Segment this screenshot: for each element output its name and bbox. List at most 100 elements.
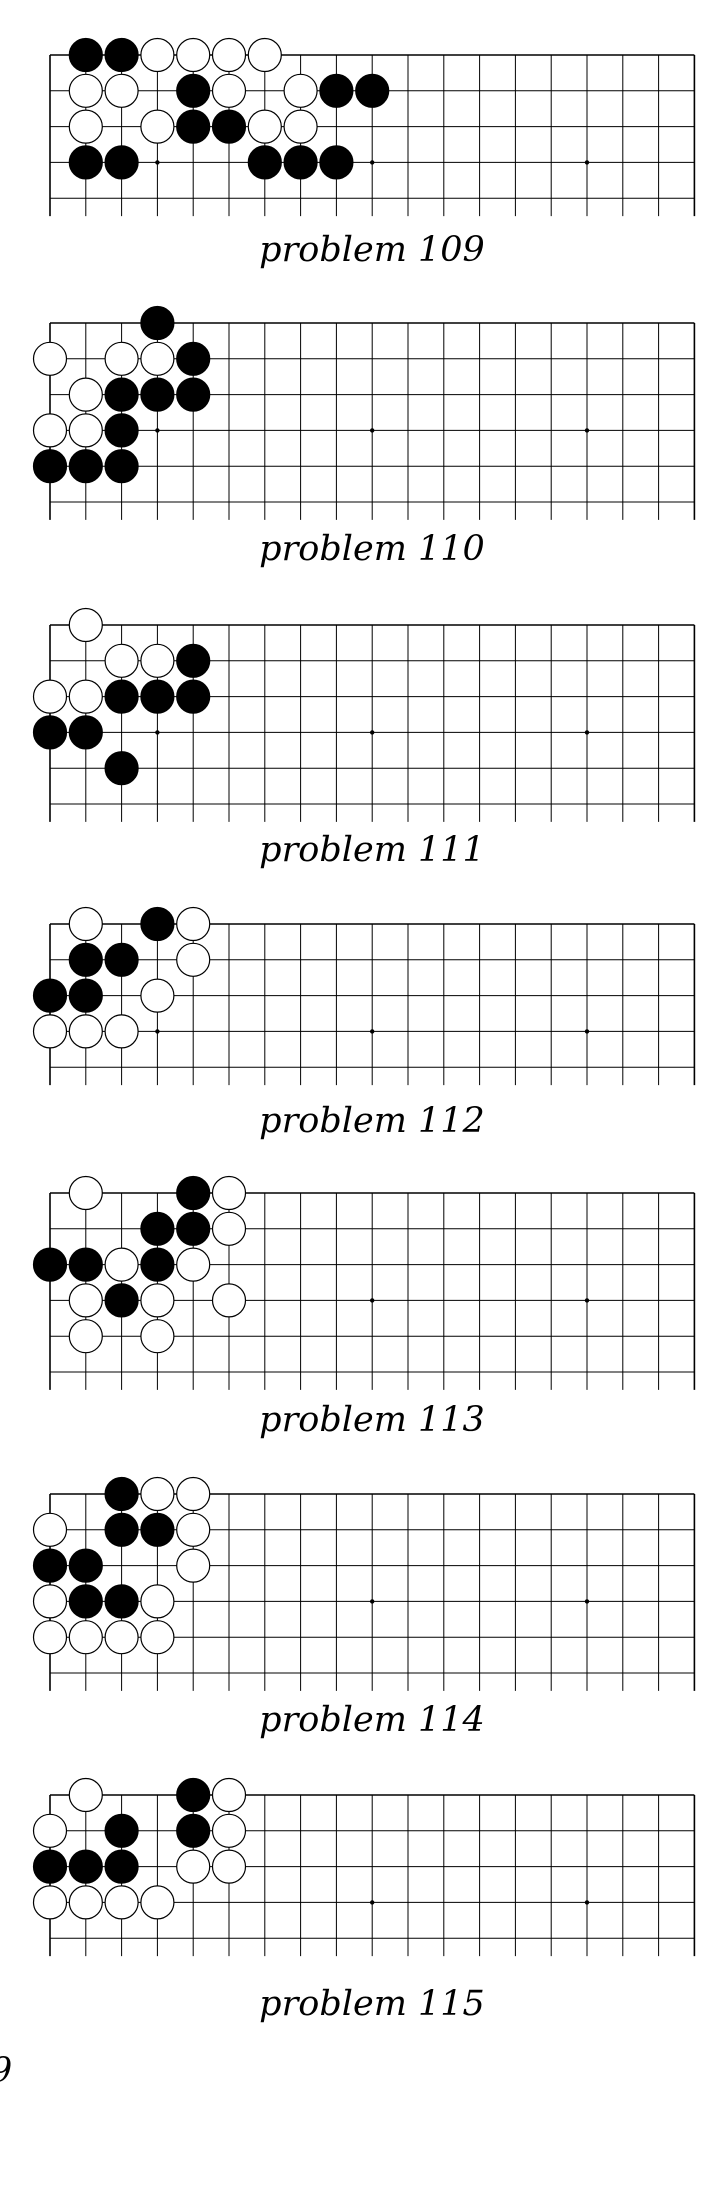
star-point: [155, 428, 160, 433]
white-stone: [140, 1319, 175, 1354]
black-stone: [140, 1512, 175, 1547]
black-stone: [176, 1175, 211, 1211]
problem-diagram: problem 110: [32, 305, 696, 569]
white-stone: [247, 109, 282, 144]
star-point: [584, 160, 590, 165]
problem-diagram: problem 114: [32, 1476, 696, 1740]
problem-caption: problem 111: [259, 830, 485, 870]
star-point: [584, 1599, 590, 1604]
white-stone: [140, 1620, 175, 1655]
star-point: [584, 428, 590, 433]
white-stone: [32, 1512, 68, 1547]
problem-diagram: problem 111: [32, 607, 696, 870]
black-stone: [319, 145, 354, 180]
white-stone: [32, 1014, 68, 1049]
black-stone: [68, 1584, 103, 1619]
problem-caption: problem 114: [259, 1700, 485, 1740]
black-stone: [32, 978, 68, 1013]
star-point: [370, 1298, 375, 1303]
white-stone: [176, 906, 211, 942]
black-stone: [32, 449, 68, 484]
black-stone: [176, 377, 211, 412]
white-stone: [32, 1885, 68, 1920]
white-stone: [140, 109, 175, 144]
black-stone: [104, 413, 139, 448]
white-stone: [140, 1584, 175, 1619]
black-stone: [68, 978, 103, 1013]
black-stone: [140, 906, 175, 942]
white-stone: [68, 679, 103, 714]
white-stone: [176, 1849, 211, 1884]
white-stone: [68, 607, 103, 643]
white-stone: [104, 341, 139, 376]
white-stone: [104, 1014, 139, 1049]
star-point: [370, 428, 375, 433]
black-stone: [68, 449, 103, 484]
board-grid: [49, 624, 696, 822]
black-stone: [355, 73, 390, 108]
black-stone: [140, 377, 175, 412]
black-stone: [176, 341, 211, 376]
white-stone: [140, 643, 175, 678]
stones: [32, 1476, 211, 1655]
white-stone: [176, 1548, 211, 1583]
black-stone: [140, 679, 175, 714]
black-stone: [104, 1849, 139, 1884]
white-stone: [247, 37, 282, 73]
black-stone: [319, 73, 354, 108]
black-stone: [176, 73, 211, 108]
white-stone: [140, 1885, 175, 1920]
star-point: [584, 1029, 590, 1034]
problem-caption: problem 110: [259, 529, 485, 569]
white-stone: [211, 1813, 247, 1848]
white-stone: [104, 643, 139, 678]
star-point: [584, 1900, 590, 1905]
black-stone: [104, 1283, 139, 1318]
black-stone: [68, 942, 103, 977]
black-stone: [68, 1849, 103, 1884]
black-stone: [104, 1476, 139, 1512]
black-stone: [104, 449, 139, 484]
white-stone: [140, 341, 175, 376]
white-stone: [32, 413, 68, 448]
white-stone: [211, 1211, 247, 1246]
white-stone: [176, 1512, 211, 1547]
black-stone: [176, 109, 211, 144]
white-stone: [68, 377, 103, 412]
white-stone: [211, 1849, 247, 1884]
black-stone: [68, 1247, 103, 1282]
white-stone: [176, 1247, 211, 1282]
problem-diagram: problem 109: [49, 37, 696, 270]
black-stone: [32, 1548, 68, 1583]
black-stone: [68, 1548, 103, 1583]
white-stone: [32, 679, 68, 714]
black-stone: [104, 751, 139, 786]
white-stone: [283, 109, 318, 144]
white-stone: [68, 1885, 103, 1920]
problem-diagram: problem 112: [32, 906, 696, 1141]
black-stone: [68, 37, 103, 73]
white-stone: [104, 1620, 139, 1655]
black-stone: [32, 1247, 68, 1282]
white-stone: [211, 1175, 247, 1211]
white-stone: [68, 1283, 103, 1318]
black-stone: [104, 1584, 139, 1619]
black-stone: [176, 1777, 211, 1813]
black-stone: [176, 1813, 211, 1848]
white-stone: [68, 906, 103, 942]
white-stone: [68, 1620, 103, 1655]
star-point: [155, 730, 160, 735]
white-stone: [140, 1476, 175, 1512]
white-stone: [140, 37, 175, 73]
black-stone: [140, 1211, 175, 1246]
white-stone: [68, 1014, 103, 1049]
black-stone: [32, 715, 68, 750]
star-point: [370, 1599, 375, 1604]
problem-diagram: problem 115: [32, 1777, 696, 2024]
star-point: [370, 1900, 375, 1905]
black-stone: [176, 643, 211, 678]
white-stone: [104, 1247, 139, 1282]
white-stone: [176, 942, 211, 977]
star-point: [584, 730, 590, 735]
